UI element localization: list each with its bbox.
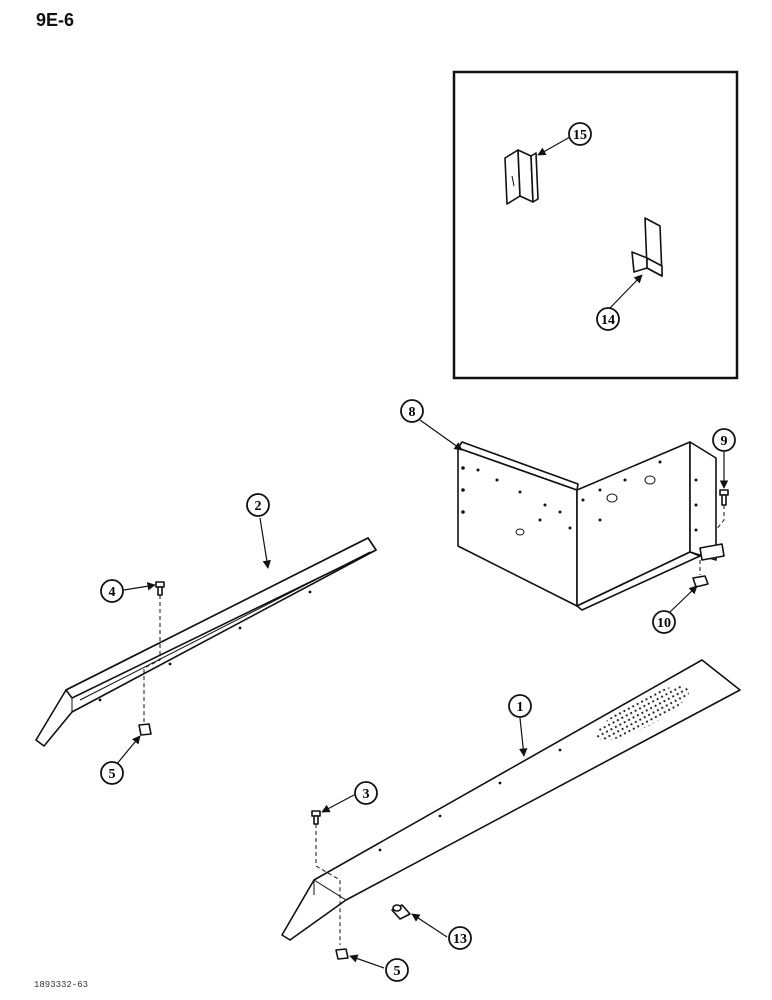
callout-2: 2: [246, 493, 270, 517]
callout-9: 9: [712, 428, 736, 452]
callout-15: 15: [568, 122, 592, 146]
part-5-nut-upper: [138, 723, 152, 736]
callout-1: 1: [508, 694, 532, 718]
part-15-bracket: [504, 149, 539, 205]
svg-text:10: 10: [657, 616, 671, 631]
drawing-number: 1893332-63: [34, 980, 89, 990]
part-5-nut-lower: [335, 948, 349, 960]
inset-frame: [452, 70, 739, 380]
perforated-section: [596, 685, 690, 741]
callout-13: 13: [448, 926, 472, 950]
part-3-bolt: [311, 810, 341, 945]
svg-text:3: 3: [363, 787, 370, 802]
part-13-bushing: [391, 904, 411, 920]
part-4-bolt: [143, 581, 165, 722]
svg-text:1: 1: [517, 700, 524, 715]
svg-text:13: 13: [453, 932, 467, 947]
part-1-rail: [281, 659, 741, 941]
callout-3: 3: [354, 781, 378, 805]
part-9-bolt: [715, 489, 729, 545]
callout-10: 10: [652, 610, 676, 634]
callout-5-lower: 5: [385, 958, 409, 982]
page-label: 9E-6: [36, 10, 75, 30]
svg-text:5: 5: [394, 964, 401, 979]
svg-text:14: 14: [601, 313, 615, 328]
callout-5-upper: 5: [100, 761, 124, 785]
svg-text:8: 8: [409, 405, 416, 420]
svg-text:2: 2: [255, 499, 262, 514]
svg-text:15: 15: [573, 128, 587, 143]
part-2-rail: [35, 537, 377, 747]
callout-14: 14: [596, 307, 620, 331]
part-8-mounting-plate: [457, 441, 725, 611]
svg-text:9: 9: [721, 434, 728, 449]
callout-8: 8: [400, 399, 424, 423]
svg-text:4: 4: [109, 585, 116, 600]
callout-4: 4: [100, 579, 124, 603]
svg-text:5: 5: [109, 767, 116, 782]
part-14-bracket: [631, 217, 663, 277]
part-10-nut: [692, 560, 709, 588]
